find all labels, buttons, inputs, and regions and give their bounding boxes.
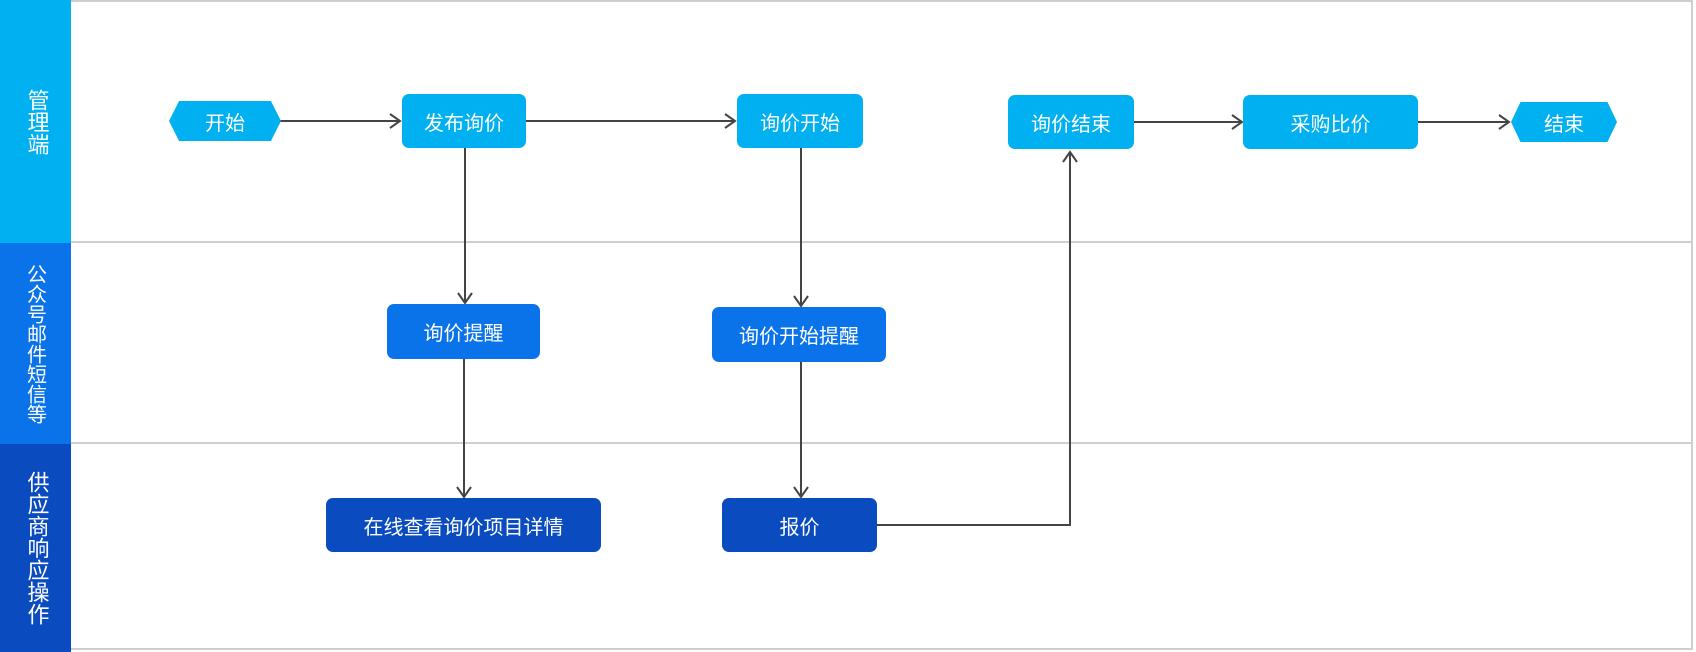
- lane-label-supplier-text: 供应商响应操作: [23, 471, 49, 625]
- node-purchase-compare: 采购比价: [1243, 95, 1418, 149]
- node-publish-inquiry: 发布询价: [402, 94, 526, 148]
- node-view-inquiry-details: 在线查看询价项目详情: [326, 498, 601, 552]
- node-quote: 报价: [722, 498, 877, 552]
- node-inquiry-reminder: 询价提醒: [387, 304, 540, 359]
- lane-label-supplier: 供应商响应操作: [0, 444, 71, 652]
- arrowhead-end: [1498, 114, 1511, 130]
- node-start: 开始: [169, 101, 281, 141]
- arrowhead-reminder: [457, 292, 473, 305]
- lane-label-notifications-text: 公众号邮件短信等: [23, 263, 48, 424]
- node-inquiry-start: 询价开始: [737, 94, 863, 148]
- lane-label-admin-text: 管理端: [23, 88, 49, 155]
- lane-body-notifications: [71, 243, 1693, 444]
- node-inquiry-start-reminder: 询价开始提醒: [712, 307, 886, 362]
- node-end: 结束: [1511, 102, 1617, 142]
- lane-label-notifications: 公众号邮件短信等: [0, 243, 71, 444]
- edge-quote-inquiry-end: [877, 152, 1071, 526]
- arrowhead-compare: [1231, 114, 1244, 130]
- arrowhead-inquiry-start: [724, 113, 737, 129]
- lane-body-admin: [71, 0, 1693, 243]
- arrowhead-publish: [389, 113, 402, 129]
- node-inquiry-end: 询价结束: [1008, 95, 1134, 149]
- arrowhead-quote: [793, 486, 809, 499]
- arrowhead-inquiry-end: [1062, 150, 1078, 163]
- arrowhead-view-details: [456, 486, 472, 499]
- arrowhead-start-reminder: [793, 295, 809, 308]
- lane-body-supplier: [71, 444, 1693, 650]
- lane-label-admin: 管理端: [0, 0, 71, 243]
